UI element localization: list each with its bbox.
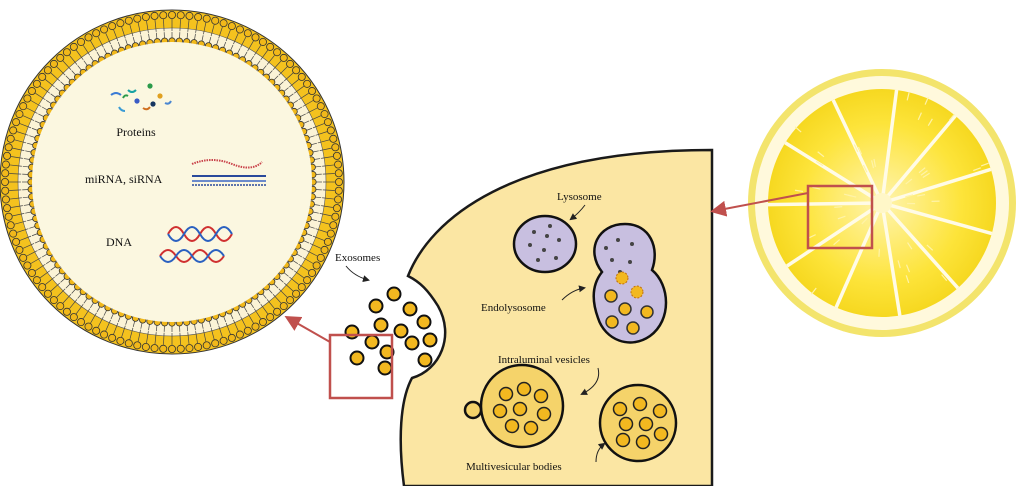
- exosome-vesicle: [418, 316, 431, 329]
- exosome-membrane: [0, 10, 344, 354]
- intraluminal-vesicles-label: Intraluminal vesicles: [498, 354, 590, 366]
- endolysosome-label: Endolysosome: [481, 302, 546, 314]
- exosome-vesicle: [351, 352, 364, 365]
- multivesicular-bodies-label: Multivesicular bodies: [466, 461, 562, 473]
- exosome-vesicle: [395, 325, 408, 338]
- exosome-vesicle: [419, 354, 432, 367]
- exosome-vesicle: [375, 319, 388, 332]
- lemon-slice-image: [748, 69, 1016, 337]
- exosome-vesicle: [388, 288, 401, 301]
- proteins-label: Proteins: [116, 125, 156, 139]
- multivesicular-body-right: [600, 385, 676, 461]
- lysosome: [514, 216, 576, 272]
- exosome-vesicle: [346, 326, 359, 339]
- dna-label: DNA: [106, 235, 132, 249]
- cell-to-exosome-arrow: [288, 318, 330, 342]
- lysosome-label: Lysosome: [557, 191, 602, 203]
- exosome-vesicle: [406, 337, 419, 350]
- exosome-vesicle: [424, 334, 437, 347]
- exosome-vesicle: [370, 300, 383, 313]
- rna-label: miRNA, siRNA: [85, 172, 163, 186]
- exosome-vesicle: [404, 303, 417, 316]
- exosome-vesicle: [379, 362, 392, 375]
- exosomes-label: Exosomes: [335, 252, 380, 264]
- exosome-vesicle: [366, 336, 379, 349]
